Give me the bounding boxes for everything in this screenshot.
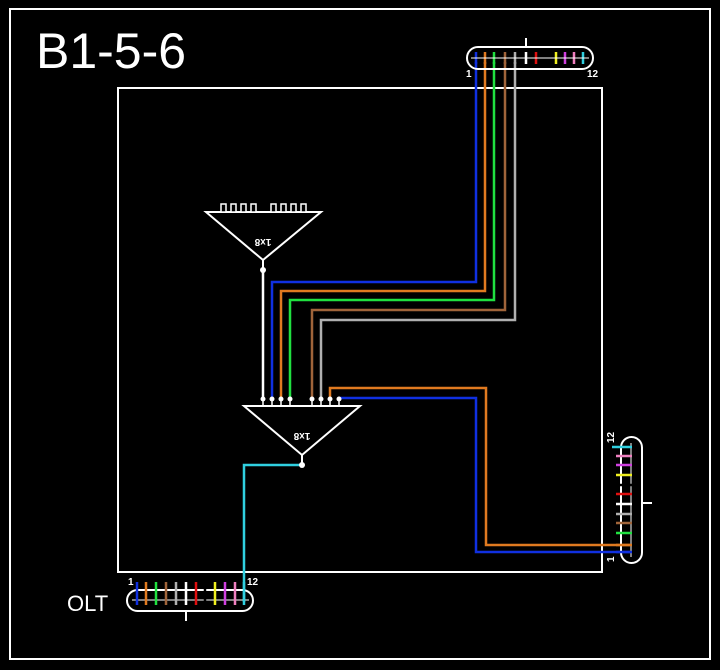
fiber-orange-top (279, 62, 487, 398)
connector-olt-first: 1 (128, 577, 134, 588)
olt-label: OLT (67, 591, 108, 616)
connector-top-first: 1 (466, 69, 472, 80)
fiber-orange-right (328, 386, 630, 547)
fiber-brown-top (310, 62, 507, 398)
fiber-blue-right (339, 396, 630, 554)
connector-right-last: 12 (606, 431, 617, 443)
diagram-title: B1-5-6 (36, 23, 186, 79)
outer-frame (9, 8, 711, 660)
splitter-1x8-upper: 1x8 (203, 203, 324, 273)
connector-right: 12 1 (606, 431, 652, 564)
connector-top: 1 12 (466, 38, 599, 80)
fiber-aqua-olt (242, 463, 302, 602)
connector-olt: 1 12 (126, 577, 259, 621)
fiber-gray-top (319, 62, 517, 398)
splitter-upper-label: 1x8 (254, 236, 271, 247)
fiber-blue-top (270, 62, 478, 398)
fiber-routes (242, 62, 630, 602)
connector-right-first: 1 (606, 556, 617, 562)
fiber-green-top (288, 62, 496, 398)
connector-top-last: 12 (587, 69, 599, 80)
connector-olt-last: 12 (247, 577, 259, 588)
splitter-lower-label: 1x8 (293, 430, 310, 441)
splitter-1x8-lower: 1x8 (241, 396, 363, 468)
enclosure-box (117, 87, 603, 573)
